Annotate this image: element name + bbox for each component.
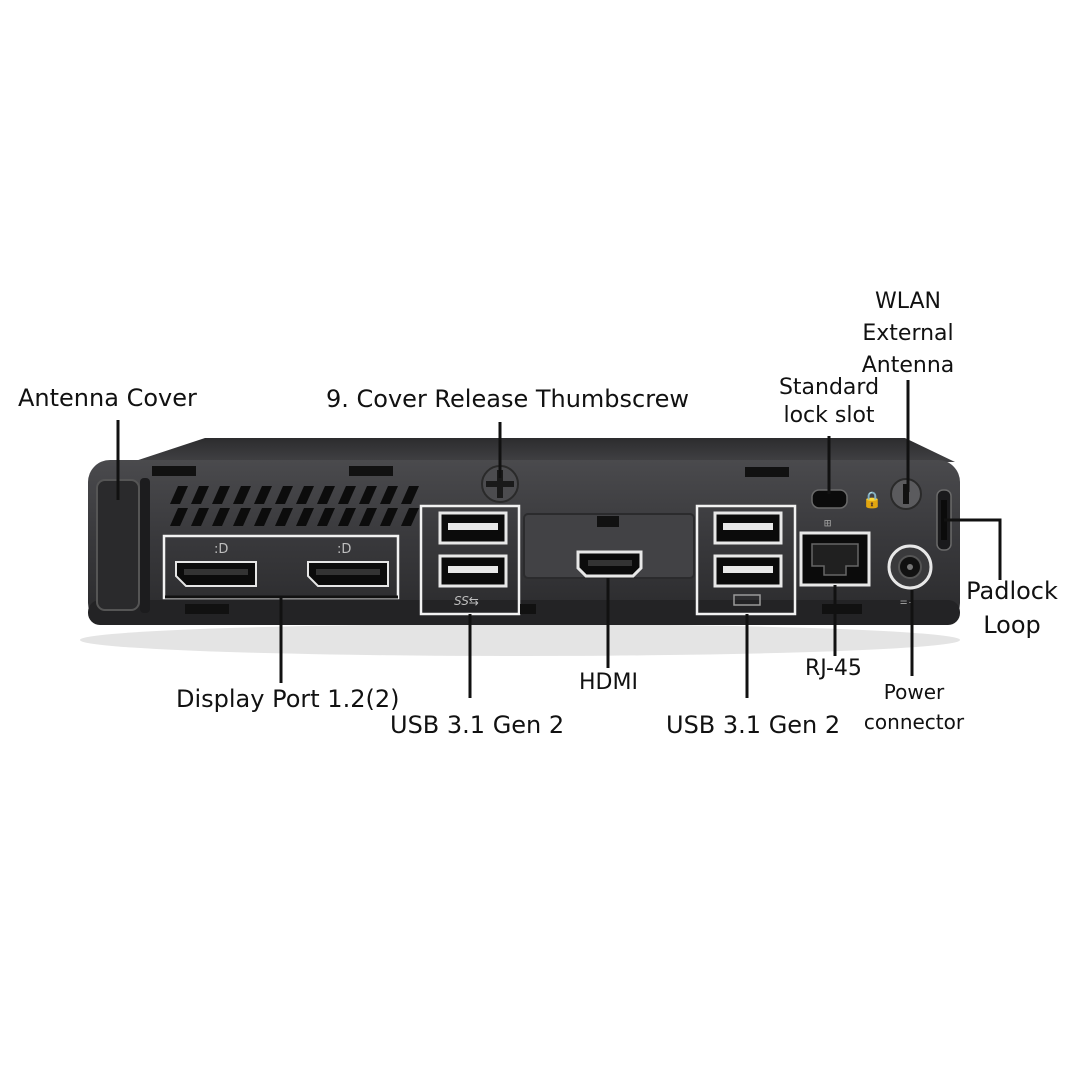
leader-padlock <box>944 518 1002 580</box>
lock-icon: 🔒 <box>862 490 882 509</box>
chassis-slot <box>822 604 862 614</box>
label-thumbscrew: 9. Cover Release Thumbscrew <box>326 385 689 413</box>
vent-slot <box>170 486 188 504</box>
floor-shadow <box>80 624 960 656</box>
usb-ss-logo: SS⇆ <box>454 594 479 608</box>
vent-slot <box>296 486 314 504</box>
chassis-slot <box>185 604 229 614</box>
label-usb-left: USB 3.1 Gen 2 <box>390 711 565 739</box>
vent-slot <box>191 508 209 526</box>
chassis-slot <box>152 466 196 476</box>
label-hdmi: HDMI <box>579 670 638 695</box>
vent-slot <box>296 508 314 526</box>
chassis-slot <box>520 604 536 614</box>
usb-right-group <box>695 504 797 616</box>
callout-lines <box>116 380 1002 698</box>
vent-slot <box>359 508 377 526</box>
label-lock-slot: Standard lock slot <box>770 374 888 429</box>
chassis-slot <box>349 466 393 476</box>
label-wlan-line3: Antenna <box>861 353 955 378</box>
label-padlock-line2: Loop <box>983 611 1041 639</box>
vent-slot <box>233 486 251 504</box>
label-wlan-line1: WLAN <box>874 289 942 314</box>
vent-slot <box>380 508 398 526</box>
label-antenna-cover: Antenna Cover <box>18 384 197 412</box>
label-power: Power connector <box>858 677 970 737</box>
vent-slot <box>254 508 272 526</box>
vent-slot <box>359 486 377 504</box>
chassis-slot <box>745 467 789 477</box>
vent-slot <box>317 508 335 526</box>
label-lock-slot-line1: Standard <box>778 375 880 400</box>
displayport-group: :D :D <box>162 534 400 600</box>
vent-slot <box>212 508 230 526</box>
label-rj45: RJ-45 <box>805 656 862 681</box>
vent-slot <box>233 508 251 526</box>
displayport-mark: :D <box>214 542 228 557</box>
vent-slot <box>254 486 272 504</box>
vent-slot <box>401 486 419 504</box>
vent-slot <box>212 486 230 504</box>
vent-slot <box>338 508 356 526</box>
label-power-line1: Power <box>883 680 945 704</box>
vent-slot <box>275 486 293 504</box>
label-padlock-line1: Padlock <box>966 577 1058 605</box>
vent-grille <box>170 486 419 526</box>
vent-slot <box>191 486 209 504</box>
rj45-port: ⊞ <box>799 516 871 587</box>
vent-slot <box>170 508 188 526</box>
keyboard-mark <box>733 594 761 606</box>
label-padlock: Padlock Loop <box>962 574 1062 642</box>
vent-slot <box>275 508 293 526</box>
vent-slot <box>380 486 398 504</box>
vent-slot <box>338 486 356 504</box>
displayport-mark: :D <box>337 542 351 557</box>
label-wlan-line2: External <box>862 321 954 346</box>
network-mark: ⊞ <box>824 516 831 530</box>
label-lock-slot-line2: lock slot <box>783 402 875 428</box>
label-wlan: WLAN External Antenna <box>858 286 958 382</box>
chassis-top <box>120 438 955 466</box>
label-usb-right: USB 3.1 Gen 2 <box>666 711 841 739</box>
vent-slot <box>401 508 419 526</box>
label-power-line2: connector <box>863 710 965 734</box>
label-display-port: Display Port 1.2(2) <box>176 685 400 713</box>
vent-slot <box>317 486 335 504</box>
